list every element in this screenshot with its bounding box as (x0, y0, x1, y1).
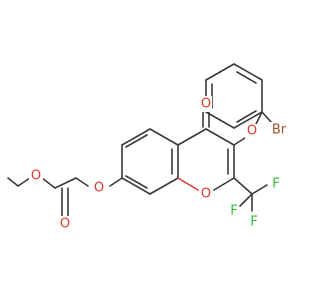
bond (205, 111, 235, 129)
bond (121, 128, 151, 146)
molecule-diagram: O O Br O O O O F F F (7, 63, 288, 232)
atom-labels: O O Br O O O O F F F (29, 96, 288, 232)
bond (149, 128, 179, 146)
bond (205, 63, 235, 81)
bond (109, 177, 123, 187)
bond (255, 111, 263, 125)
ring-oxygen-label: O (201, 187, 211, 202)
bond (233, 111, 263, 129)
bond (75, 177, 89, 187)
bonds (7, 63, 273, 217)
bond (239, 193, 253, 207)
bond (236, 110, 257, 123)
chain-ether-oxygen-label: O (94, 181, 104, 196)
bond (236, 71, 257, 84)
ester-carbonyl-oxygen-label: O (60, 217, 70, 232)
bond (17, 177, 31, 187)
carbonyl-oxygen-label: O (201, 97, 211, 112)
fluorine-label: F (272, 177, 279, 192)
bond (177, 177, 199, 191)
bond (233, 63, 263, 81)
ester-oxygen-label: O (31, 169, 41, 184)
bond (125, 175, 148, 189)
bond (213, 177, 235, 191)
bond (121, 177, 151, 195)
bond (251, 184, 268, 195)
aryl-ether-oxygen-label: O (247, 124, 257, 139)
bromine-label: Br (272, 123, 287, 138)
fluorine-label: F (250, 215, 257, 230)
bond (41, 177, 56, 189)
bond (233, 177, 253, 195)
bond (177, 128, 207, 146)
bond (261, 111, 273, 124)
bond (125, 134, 148, 148)
bond (7, 177, 19, 187)
bond (54, 177, 77, 189)
fluorine-label: F (230, 204, 237, 219)
bond (149, 177, 179, 195)
bond (205, 128, 235, 146)
